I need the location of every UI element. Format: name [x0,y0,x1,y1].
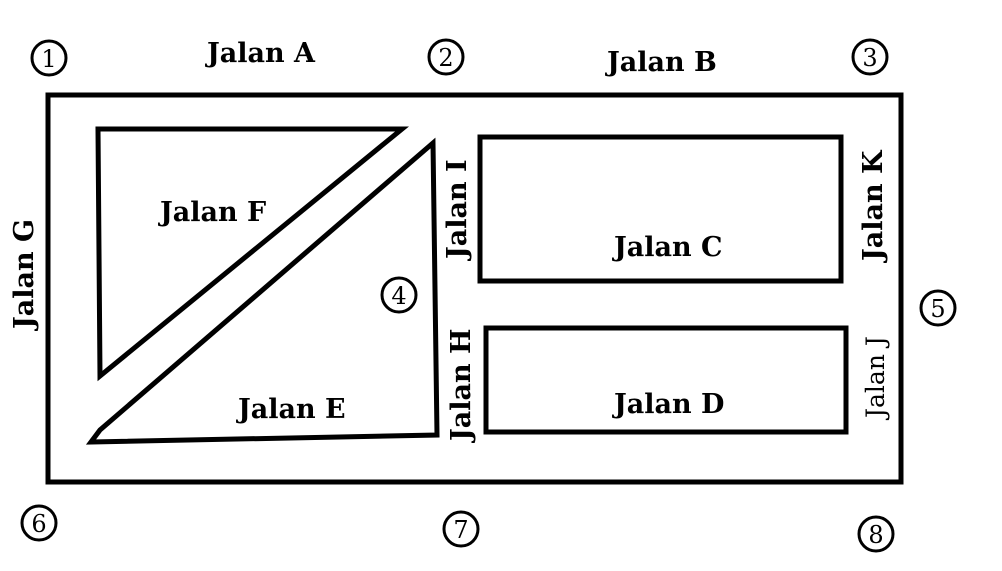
node-6-circle [20,504,58,542]
node-5: 5 [919,289,957,327]
block-rectangle-upper-right [477,134,844,284]
street-label-h: Jalan H [446,328,477,443]
block-rectangle-lower-right [483,325,849,435]
node-2-circle [427,38,465,76]
node-3: 3 [851,38,889,76]
street-label-k: Jalan K [858,149,889,263]
node-7: 7 [442,510,480,548]
node-2: 2 [427,38,465,76]
outer-boundary [45,92,904,485]
street-label-i: Jalan I [442,159,473,261]
node-2-number: 2 [438,44,453,72]
node-1-circle [30,39,68,77]
node-8: 8 [857,515,895,553]
node-1: 1 [30,39,68,77]
node-3-number: 3 [862,44,877,72]
node-4-number: 4 [391,282,406,310]
street-label-f: Jalan F [158,197,266,228]
street-label-b: Jalan B [605,47,717,78]
node-6: 6 [20,504,58,542]
node-5-circle [919,289,957,327]
node-4: 4 [380,276,418,314]
node-8-circle [857,515,895,553]
street-label-j: Jalan J [861,336,890,421]
node-5-number: 5 [930,295,945,323]
street-label-e: Jalan E [236,394,346,425]
street-label-g: Jalan G [9,219,40,331]
node-7-number: 7 [453,516,468,544]
block-triangle-lower [85,137,440,445]
street-label-d: Jalan D [612,389,724,420]
node-3-circle [851,38,889,76]
node-7-circle [442,510,480,548]
node-8-number: 8 [868,521,883,549]
block-triangle-upper-left [95,126,410,382]
node-4-circle [380,276,418,314]
node-1-number: 1 [41,45,56,73]
node-6-number: 6 [31,510,46,538]
street-label-c: Jalan C [612,232,723,263]
street-label-a: Jalan A [205,38,316,69]
